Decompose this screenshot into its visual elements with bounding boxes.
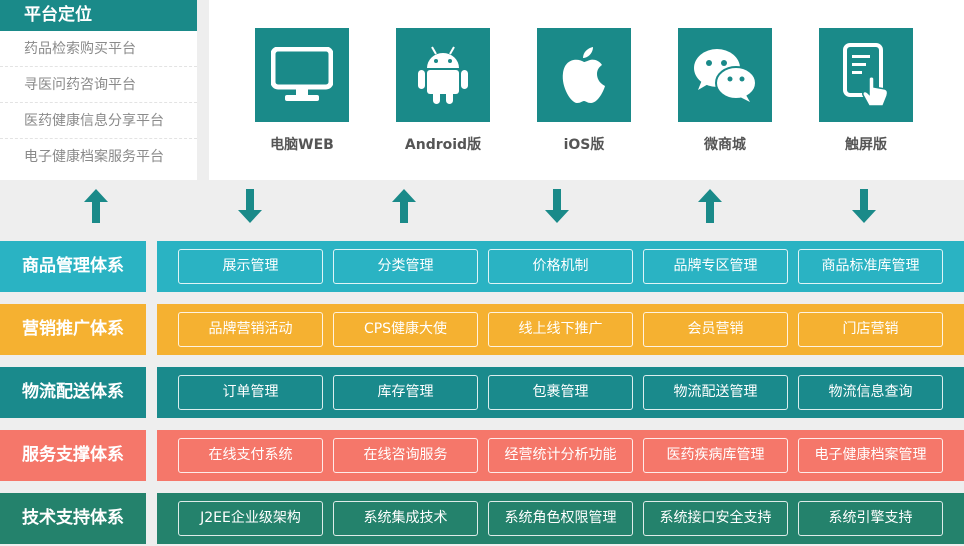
system-row-service: 服务支撑体系 在线支付系统 在线咨询服务 经营统计分析功能 医药疾病库管理 电子…: [0, 430, 964, 481]
system-label: 商品管理体系: [0, 241, 146, 292]
system-item: 库存管理: [333, 375, 478, 410]
android-icon: [418, 46, 468, 104]
positioning-item: 电子健康档案服务平台: [24, 149, 164, 165]
system-item: 物流配送管理: [643, 375, 788, 410]
positioning-item: 医药健康信息分享平台: [0, 103, 197, 139]
platform-tile: [678, 28, 772, 122]
touchscreen-icon: [843, 43, 889, 107]
system-item: 系统引擎支持: [798, 501, 943, 536]
system-item: 门店营销: [798, 312, 943, 347]
platform-label: 电脑WEB: [270, 137, 334, 153]
system-item: 系统接口安全支持: [643, 501, 788, 536]
system-bar: J2EE企业级架构 系统集成技术 系统角色权限管理 系统接口安全支持 系统引擎支…: [157, 493, 964, 544]
system-item: 品牌专区管理: [643, 249, 788, 284]
system-bar: 订单管理 库存管理 包裹管理 物流配送管理 物流信息查询: [157, 367, 964, 418]
arrow-up-icon: [392, 189, 416, 223]
system-item: 线上线下推广: [488, 312, 633, 347]
system-item: 在线咨询服务: [333, 438, 478, 473]
positioning-item: 寻医问药咨询平台: [0, 67, 197, 103]
platform-web: 电脑WEB: [255, 28, 349, 154]
platform-tile: [396, 28, 490, 122]
system-item: 订单管理: [178, 375, 323, 410]
platform-tile: [255, 28, 349, 122]
platform-tile: [819, 28, 913, 122]
platform-label: Android版: [404, 137, 482, 153]
positioning-panel: 平台定位 药品检索购买平台 寻医问药咨询平台 医药健康信息分享平台 电子健康档案…: [0, 0, 197, 180]
system-item: 经营统计分析功能: [488, 438, 633, 473]
monitor-icon: [271, 47, 333, 101]
system-label: 营销推广体系: [0, 304, 146, 355]
system-item: CPS健康大使: [333, 312, 478, 347]
platforms-panel: 电脑WEB Android版 iOS版: [209, 0, 964, 180]
system-item: 分类管理: [333, 249, 478, 284]
system-label: 技术支持体系: [0, 493, 146, 544]
system-item: J2EE企业级架构: [178, 501, 323, 536]
wechat-icon: [694, 49, 757, 102]
arrow-up-icon: [698, 189, 722, 223]
platform-label: iOS版: [563, 137, 605, 153]
arrow-down-icon: [238, 189, 262, 223]
system-bar: 品牌营销活动 CPS健康大使 线上线下推广 会员营销 门店营销: [157, 304, 964, 355]
system-item: 商品标准库管理: [798, 249, 943, 284]
platform-tile: [537, 28, 631, 122]
system-row-marketing: 营销推广体系 品牌营销活动 CPS健康大使 线上线下推广 会员营销 门店营销: [0, 304, 964, 355]
system-item: 包裹管理: [488, 375, 633, 410]
platform-touchscreen: 触屏版: [819, 28, 913, 154]
system-label: 物流配送体系: [0, 367, 146, 418]
system-label: 服务支撑体系: [0, 430, 146, 481]
system-bar: 展示管理 分类管理 价格机制 品牌专区管理 商品标准库管理: [157, 241, 964, 292]
system-item: 电子健康档案管理: [798, 438, 943, 473]
system-bar: 在线支付系统 在线咨询服务 经营统计分析功能 医药疾病库管理 电子健康档案管理: [157, 430, 964, 481]
arrow-up-icon: [84, 189, 108, 223]
system-row-tech: 技术支持体系 J2EE企业级架构 系统集成技术 系统角色权限管理 系统接口安全支…: [0, 493, 964, 544]
positioning-item: 药品检索购买平台: [0, 31, 197, 67]
system-item: 物流信息查询: [798, 375, 943, 410]
system-item: 系统角色权限管理: [488, 501, 633, 536]
platform-label: 微商城: [704, 137, 746, 153]
arrow-down-icon: [545, 189, 569, 223]
system-item: 会员营销: [643, 312, 788, 347]
platform-ios: iOS版: [537, 28, 631, 154]
system-item: 在线支付系统: [178, 438, 323, 473]
system-row-goods: 商品管理体系 展示管理 分类管理 价格机制 品牌专区管理 商品标准库管理: [0, 241, 964, 292]
system-item: 品牌营销活动: [178, 312, 323, 347]
platform-label: 触屏版: [845, 137, 887, 153]
apple-icon: [562, 47, 605, 103]
system-item: 医药疾病库管理: [643, 438, 788, 473]
arrow-down-icon: [852, 189, 876, 223]
system-item: 价格机制: [488, 249, 633, 284]
system-row-logistics: 物流配送体系 订单管理 库存管理 包裹管理 物流配送管理 物流信息查询: [0, 367, 964, 418]
positioning-title: 平台定位: [0, 0, 197, 31]
platform-wechat: 微商城: [678, 28, 772, 154]
system-item: 系统集成技术: [333, 501, 478, 536]
system-item: 展示管理: [178, 249, 323, 284]
platform-android: Android版: [396, 28, 490, 154]
